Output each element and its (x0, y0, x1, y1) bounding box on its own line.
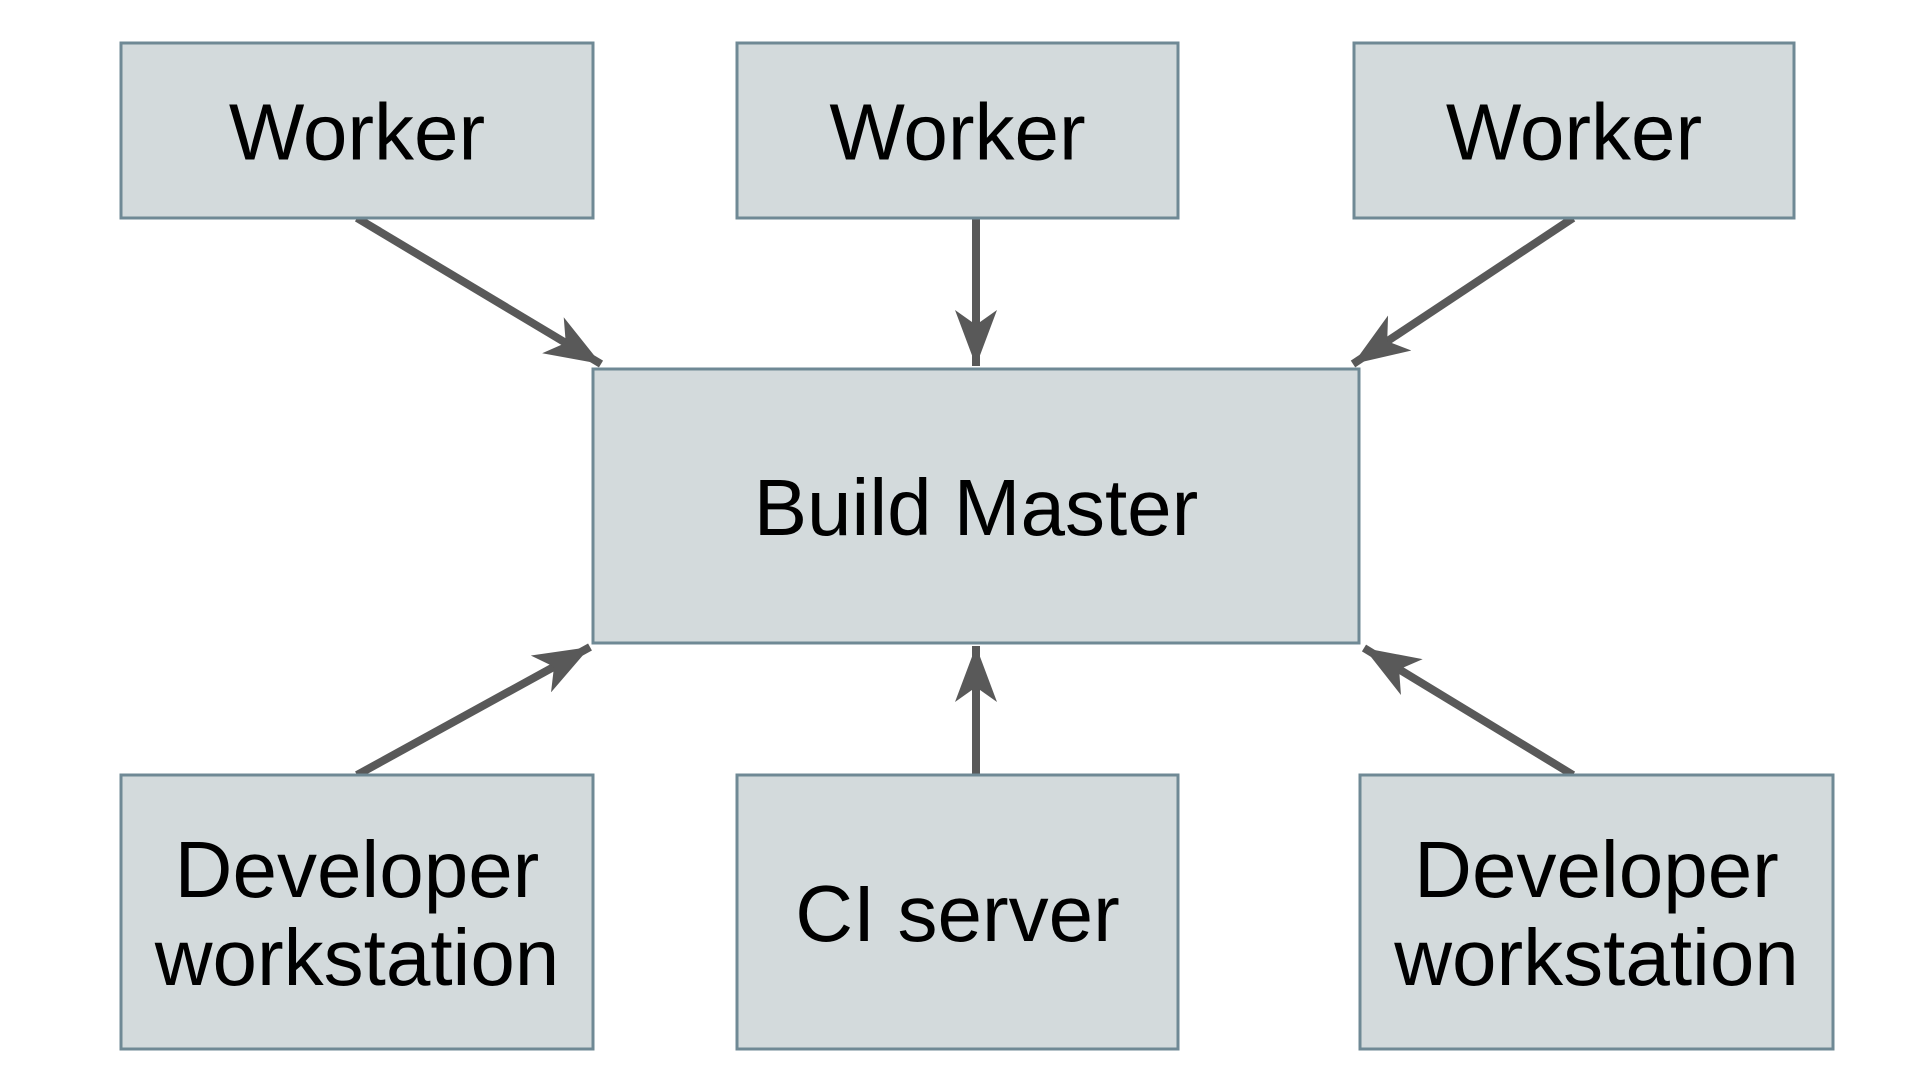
worker-3-label-line-1: Worker (1446, 88, 1702, 177)
node-worker-2: Worker (735, 41, 1180, 220)
worker-1-label-line-1: Worker (229, 88, 485, 177)
arrow-worker-3-to-build-master (1350, 214, 1576, 368)
arrow-worker-1-to-build-master (354, 214, 604, 368)
build-master-label-line-1: Build Master (754, 463, 1199, 552)
arrow-developer-workstation-left-to-build-master (355, 643, 592, 779)
worker-1-label: Worker (229, 88, 485, 177)
worker-2-label-line-1: Worker (829, 88, 1085, 177)
arrow-developer-workstation-right-to-build-master (1361, 644, 1576, 779)
developer-workstation-left-label-line-1: Developer (175, 825, 540, 914)
ci-server-box (735, 773, 1180, 1051)
node-build-master: Build Master (591, 367, 1361, 645)
worker-3-box (1352, 41, 1796, 220)
worker-2-label: Worker (829, 88, 1085, 177)
worker-2-box (735, 41, 1180, 220)
edges-layer (354, 214, 1576, 779)
ci-server-label: CI server (795, 869, 1120, 958)
developer-workstation-left-box (119, 773, 595, 1051)
node-ci-server: CI server (735, 773, 1180, 1051)
build-master-label: Build Master (754, 463, 1199, 552)
developer-workstation-left-label-line-2: workstation (154, 913, 560, 1002)
node-worker-3: Worker (1352, 41, 1796, 220)
developer-workstation-right-box (1358, 773, 1835, 1051)
ci-server-label-line-1: CI server (795, 869, 1120, 958)
worker-1-box (119, 41, 595, 220)
node-worker-1: Worker (119, 41, 595, 220)
developer-workstation-right-label-line-2: workstation (1393, 913, 1799, 1002)
developer-workstation-right-label-line-1: Developer (1414, 825, 1779, 914)
worker-3-label: Worker (1446, 88, 1702, 177)
build-master-box (591, 367, 1361, 645)
